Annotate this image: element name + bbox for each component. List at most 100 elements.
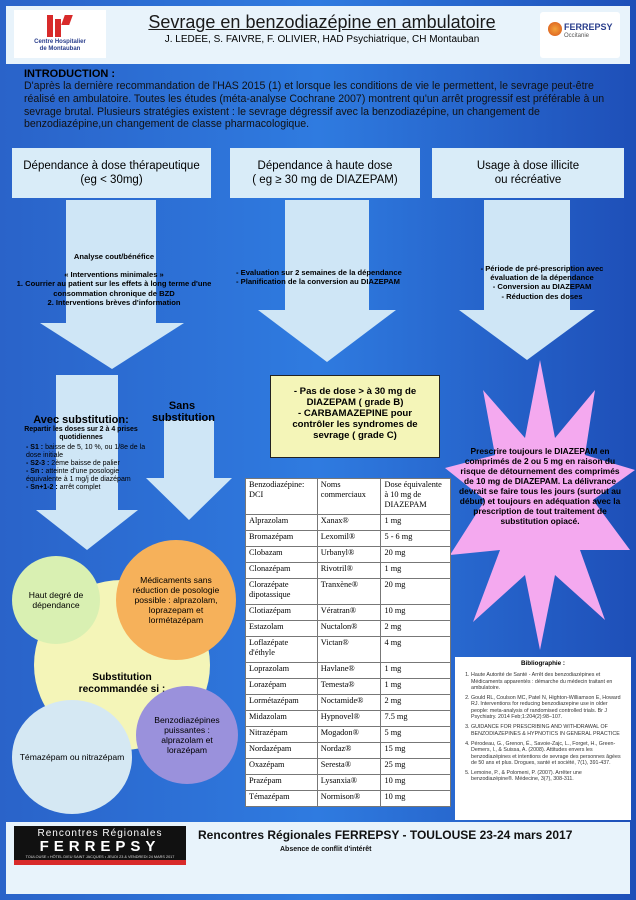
circle-temazepam-text: Témazépam ou nitrazépam xyxy=(19,752,125,762)
table-cell: 7.5 mg xyxy=(380,710,451,727)
category-therapeutic: Dépendance à dose thérapeutique (eg < 30… xyxy=(12,148,211,198)
bibliography-item: Haute Autorité de Santé - Arrêt des benz… xyxy=(471,672,625,691)
table-cell: 5 - 6 mg xyxy=(380,530,451,547)
category-illicit: Usage à dose illicite ou récréative xyxy=(432,148,624,198)
category-line1: Dépendance à dose thérapeutique xyxy=(23,160,200,172)
benzodiazepine-table: Benzodiazépine: DCI Noms commerciaux Dos… xyxy=(245,478,451,807)
table-cell: 25 mg xyxy=(380,758,451,775)
bibliography-list: Haute Autorité de Santé - Arrêt des benz… xyxy=(461,672,625,782)
table-cell: Nordazépam xyxy=(245,742,318,759)
col1-analyse: Analyse cout/bénéfice xyxy=(73,252,155,261)
table-cell: Vératran® xyxy=(316,604,382,621)
table-cell: Clobazam xyxy=(245,546,318,563)
circle-puissantes-text: Benzodiazépines puissantes : alprazolam … xyxy=(154,715,220,755)
col2-eval-2: - Planification de la conversion au DIAZ… xyxy=(236,277,400,287)
table-cell: Temesta® xyxy=(316,678,382,695)
table-cell: Victan® xyxy=(316,636,382,663)
table-cell: Mogadon® xyxy=(316,726,382,743)
table-cell: Témazépam xyxy=(245,790,318,807)
high-dose-recommendation-box: - Pas de dose > à 30 mg de DIAZEPAM ( gr… xyxy=(270,375,440,458)
col3-pre-3: - Réduction des doses xyxy=(501,291,583,301)
arrow-col1-head xyxy=(40,323,184,369)
page-title: Sevrage en benzodiazépine en ambulatoire xyxy=(148,12,496,32)
table-cell: 1 mg xyxy=(380,678,451,695)
table-cell: 2 mg xyxy=(380,620,451,637)
table-cell: Estazolam xyxy=(245,620,318,637)
col3-text: - Période de pré-prescription avec évalu… xyxy=(462,264,622,301)
hospital-logo-icon xyxy=(43,13,77,39)
table-cell: Clonazépam xyxy=(245,562,318,579)
intro-text: D'après la dernière recommandation de l'… xyxy=(24,80,605,131)
step-s1: - S1 : baisse de 5, 10 %, ou 1/8e de la … xyxy=(26,444,146,459)
col2-text: - Evaluation sur 2 semaines de la dépend… xyxy=(236,268,446,286)
table-cell: Lysanxia® xyxy=(316,774,382,791)
arrow-avec-head xyxy=(36,510,138,550)
table-cell: Noctamide® xyxy=(316,694,382,711)
authors: J. LEDEE, S. FAIVRE, F. OLIVIER, HAD Psy… xyxy=(164,34,480,45)
table-cell: 10 mg xyxy=(380,774,451,791)
table-cell: Rivotril® xyxy=(316,562,382,579)
table-header: Noms commerciaux xyxy=(316,478,382,515)
col1-intervention-2: 2. Interventions brèves d'information xyxy=(47,297,181,307)
footer-logo-stripe xyxy=(14,860,186,865)
bibliography-item: GUIDANCE FOR PRESCRIBING AND WITHDRAWAL … xyxy=(471,724,625,737)
avec-title: Avec substitution: xyxy=(33,414,129,426)
category-high-dose: Dépendance à haute dose ( eg ≥ 30 mg de … xyxy=(230,148,420,198)
col1-intervention-1: 1. Courrier au patient sur les effets à … xyxy=(16,279,212,298)
table-cell: Loflazépate d'éthyle xyxy=(245,636,318,663)
table-cell: Bromazépam xyxy=(245,530,318,547)
footer-logo: Rencontres Régionales FERREPSY TOULOUSE … xyxy=(14,826,186,864)
table-cell: Lormétazépam xyxy=(245,694,318,711)
circle-puissantes: Benzodiazépines puissantes : alprazolam … xyxy=(136,686,238,784)
table-cell: Clorazépate dipotassique xyxy=(245,578,318,605)
table-cell: 1 mg xyxy=(380,562,451,579)
ferrepsy-logo-sub: Occitanie xyxy=(564,33,590,39)
step-s23: - S2-3 : 2ème baisse de palier xyxy=(26,460,120,467)
title-box: Sevrage en benzodiazépine en ambulatoire… xyxy=(112,12,532,58)
table-cell: 10 mg xyxy=(380,790,451,807)
arrow-sans-shaft xyxy=(164,420,214,478)
table-header: Benzodiazépine: DCI xyxy=(245,478,318,515)
table-cell: 20 mg xyxy=(380,546,451,563)
avec-substitution-block: Avec substitution: Repartir les doses su… xyxy=(6,414,156,492)
box-line1: - Pas de dose > à 30 mg de DIAZEPAM ( gr… xyxy=(293,386,417,408)
hospital-logo-line1: Centre Hospitalier xyxy=(34,39,86,45)
table-cell: Midazolam xyxy=(245,710,318,727)
arrow-col2-shaft xyxy=(285,200,369,310)
table-cell: Loprazolam xyxy=(245,662,318,679)
col2-eval-1: - Evaluation sur 2 semaines de la dépend… xyxy=(236,268,402,277)
category-line2: (eg < 30mg) xyxy=(80,174,143,186)
table-cell: Seresta® xyxy=(316,758,382,775)
table-cell: 20 mg xyxy=(380,578,451,605)
star-text: Prescrire toujours le DIAZEPAM en compri… xyxy=(459,446,621,526)
col3-pre-1: - Période de pré-prescription avec évalu… xyxy=(480,264,604,283)
hospital-logo: Centre Hospitalier de Montauban xyxy=(14,10,106,58)
circle-haut-degre-text: Haut degré de dépendance xyxy=(28,590,84,610)
arrow-col2-head xyxy=(258,310,396,362)
introduction: INTRODUCTION : D'après la dernière recom… xyxy=(24,68,624,131)
bibliography-item: Pérodeau, G., Grenon, É., Savoie-Zajc, L… xyxy=(471,741,625,766)
intro-title: INTRODUCTION : xyxy=(24,68,116,80)
footer-title: Rencontres Régionales FERREPSY - TOULOUS… xyxy=(198,828,573,842)
category-line1: Dépendance à haute dose xyxy=(257,160,393,172)
circle-substitution-text: Substitution recommandée si : xyxy=(78,672,166,695)
table-cell: 4 mg xyxy=(380,636,451,663)
box-line2: - CARBAMAZEPINE pour contrôler les syndr… xyxy=(292,408,418,441)
col1-interventions-title: « Interventions minimales » xyxy=(64,270,164,280)
circle-haut-degre: Haut degré de dépendance xyxy=(12,556,100,644)
step-sn12: - Sn+1-2 : arrêt complet xyxy=(26,484,101,491)
category-line1: Usage à dose illicite xyxy=(476,160,580,172)
